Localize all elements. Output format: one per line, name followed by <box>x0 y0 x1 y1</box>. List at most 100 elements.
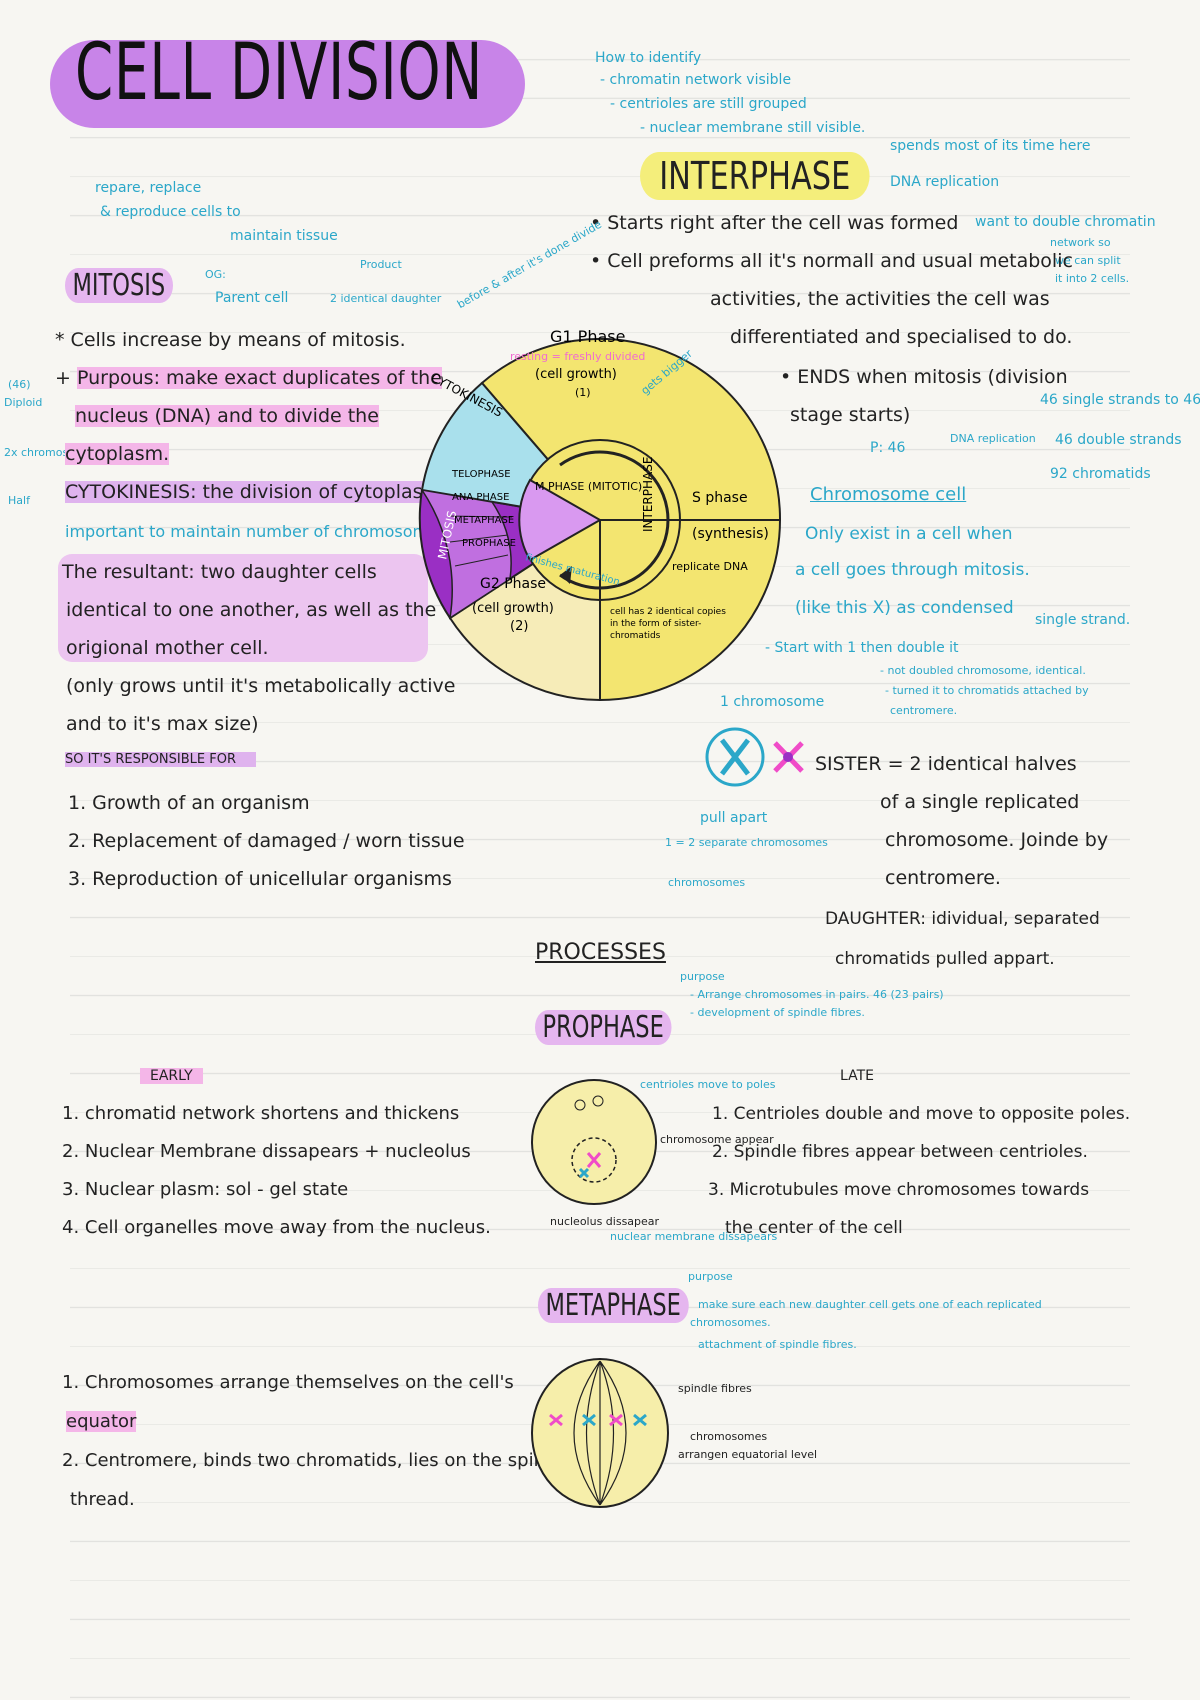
bullet-text: Starts right after the cell was formed <box>607 212 959 234</box>
prophase-purpose-item: - development of spindle fibres. <box>690 1006 865 1019</box>
s-rep: replicate DNA <box>672 560 748 573</box>
identify-item: - chromatin network visible <box>600 72 792 88</box>
side-note: Diploid <box>4 396 43 409</box>
dna-note: 46 double strands <box>1055 432 1182 448</box>
g1-sub: resting = freshly divided <box>510 350 645 363</box>
title-pill <box>50 40 525 128</box>
early-item: 2. Nuclear Membrane dissapears + nucleol… <box>62 1141 471 1162</box>
interphase-bullet: • Starts right after the cell was formed <box>590 212 959 234</box>
parent-cell: Parent cell <box>215 290 289 306</box>
pull-apart: pull apart <box>700 810 768 826</box>
circle-icon <box>705 727 765 787</box>
responsible-item: 2. Replacement of damaged / worn tissue <box>68 830 465 852</box>
identify-item: - centrioles are still grouped <box>610 96 807 112</box>
g2-note: chromatids <box>610 631 661 641</box>
metaphase-item: thread. <box>70 1489 135 1510</box>
only-exist: (like this X) as condensed <box>795 598 1014 618</box>
prophase-purpose: purpose <box>680 970 725 983</box>
repair-note: & reproduce cells to <box>100 204 241 220</box>
prophase-diagram-label: nucleolus dissapear <box>550 1215 660 1228</box>
dna-note: 46 single strands to 46 <box>1040 392 1200 408</box>
mitosis-heading-text: MITOSIS <box>65 268 173 303</box>
bullet-text: Cell preforms all it's normall and usual… <box>607 250 1073 272</box>
dna-label: DNA replication <box>950 432 1036 445</box>
chromosome-drawing <box>705 727 804 787</box>
metaphase-purpose-item: make sure each new daughter cell gets on… <box>698 1298 1042 1311</box>
responsible-heading-text: SO IT'S RESPONSIBLE FOR <box>65 752 256 767</box>
interphase-bullet: • ENDS when mitosis (division <box>780 366 1068 388</box>
early-label-text: EARLY <box>140 1068 203 1084</box>
s-synth: (synthesis) <box>692 526 769 542</box>
mitosis-heading: MITOSIS <box>65 268 173 303</box>
mitosis-line-text: Cells increase by means of mitosis. <box>70 329 406 351</box>
resultant-line: and to it's max size) <box>66 713 259 735</box>
metaphase-purpose-item: attachment of spindle fibres. <box>698 1338 857 1351</box>
prophase-diagram-label: nuclear membrane dissapears <box>610 1230 778 1243</box>
dna-note: 92 chromatids <box>1050 466 1151 482</box>
chromosome-x-icon <box>720 738 750 776</box>
daughter-line: DAUGHTER: idividual, separated <box>825 909 1100 929</box>
metaphase-heading-text: METAPHASE <box>538 1288 689 1323</box>
g1-sector <box>480 337 782 521</box>
product: Product <box>360 258 402 271</box>
interphase-side-note: DNA replication <box>890 174 1000 190</box>
resultant-line: origional mother cell. <box>66 637 269 659</box>
responsible-heading: SO IT'S RESPONSIBLE FOR <box>65 752 256 767</box>
bullet-text: ENDS when mitosis (division <box>797 366 1068 388</box>
interphase-line: stage starts) <box>790 404 911 426</box>
prophase-cell-diagram <box>531 1079 657 1205</box>
mitosis-line: * Cells increase by means of mitosis. <box>55 329 406 351</box>
identical: 2 identical daughter <box>330 292 442 305</box>
prophase-heading: PROPHASE <box>535 1010 672 1045</box>
early-item: 3. Nuclear plasm: sol - gel state <box>62 1179 349 1200</box>
doubled-note: centromere. <box>890 704 958 717</box>
early-item: 1. chromatid network shortens and thicke… <box>62 1103 460 1124</box>
prophase-heading-text: PROPHASE <box>535 1010 672 1045</box>
metaphase-item: 1. Chromosomes arrange themselves on the… <box>62 1372 514 1393</box>
cytokinesis-text: CYTOKINESIS: the division of cytoplasm. <box>65 481 448 503</box>
mitosis-line: nucleus (DNA) and to divide the <box>75 397 379 435</box>
resultant-line: identical to one another, as well as the <box>66 599 437 621</box>
g2-note: in the form of sister- <box>610 619 701 629</box>
mitosis-line-text: cytoplasm. <box>65 443 170 465</box>
og-label: OG: <box>205 268 226 281</box>
interphase-heading: INTERPHASE <box>640 152 870 200</box>
identify-item: - nuclear membrane still visible. <box>640 120 866 136</box>
s-phase-label: S phase <box>692 490 748 506</box>
g1-num: (1) <box>575 386 591 399</box>
important-note: important to maintain number of chromoso… <box>65 522 447 541</box>
metaphase-purpose: purpose <box>688 1270 733 1283</box>
mitosis-line-text: nucleus (DNA) and to divide the <box>75 405 379 427</box>
cytokinesis-line: CYTOKINESIS: the division of cytoplasm. <box>65 473 448 511</box>
chromosome-cell-heading: Chromosome cell <box>810 484 967 505</box>
cell-cycle-diagram: G1 Phase resting = freshly divided (cell… <box>418 327 782 702</box>
doubled-note: - turned it to chromatids attached by <box>885 684 1089 697</box>
responsible-item: 1. Growth of an organism <box>68 792 310 814</box>
doubled-note: - not doubled chromosome, identical. <box>880 664 1086 677</box>
metaphase-cell-diagram <box>531 1358 669 1508</box>
metaphase-heading: METAPHASE <box>538 1288 689 1323</box>
separate: 1 = 2 separate chromosomes <box>665 836 828 849</box>
prophase-purpose-item: - Arrange chromosomes in pairs. 46 (23 p… <box>690 988 944 1001</box>
anaphase-label: ANA PHASE <box>452 492 509 503</box>
resultant-line: The resultant: two daughter cells <box>62 561 377 583</box>
prophase-diagram-label: centrioles move to poles <box>640 1078 776 1091</box>
early-label: EARLY <box>140 1068 203 1084</box>
single-strand: single strand. <box>1035 612 1131 628</box>
metaphase-purpose-item: chromosomes. <box>690 1316 771 1329</box>
want-note: it into 2 cells. <box>1055 272 1130 285</box>
only-exist: Only exist in a cell when <box>805 524 1013 544</box>
mitosis-line: + Purpous: make exact duplicates of the <box>55 367 442 389</box>
resultant-highlight <box>58 554 428 662</box>
chromosome-label: 1 chromosome <box>720 694 825 710</box>
processes-heading: PROCESSES <box>535 940 666 965</box>
repair-note: repare, replace <box>95 180 202 196</box>
g2-num: (2) <box>510 619 528 634</box>
metaphase-diagram-label: arrangen equatorial level <box>678 1448 818 1461</box>
metaphase-item: 2. Centromere, binds two chromatids, lie… <box>62 1450 573 1471</box>
chromosomes-note: chromosomes <box>668 876 746 889</box>
only-exist: a cell goes through mitosis. <box>795 560 1030 580</box>
side-note: Half <box>8 494 30 507</box>
sister-line: SISTER = 2 identical halves <box>815 753 1077 775</box>
prophase-diagram-label: chromosome appear <box>660 1133 774 1146</box>
